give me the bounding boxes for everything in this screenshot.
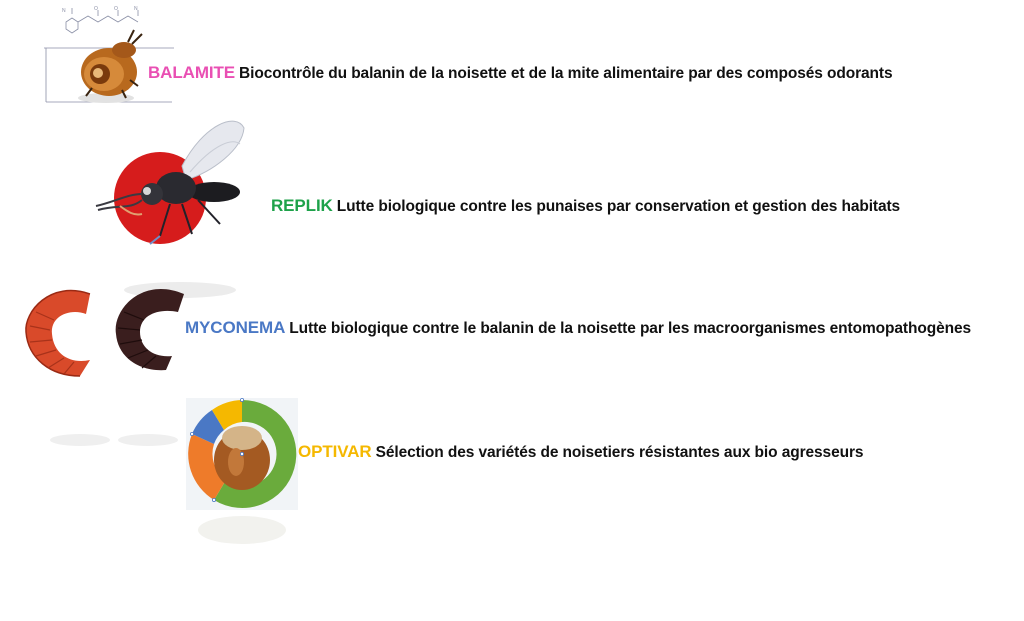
svg-text:N: N — [62, 8, 66, 14]
larvae-illustration — [25, 282, 236, 446]
svg-text:O: O — [114, 6, 118, 12]
svg-text:O: O — [94, 6, 98, 12]
project-name: OPTIVAR — [298, 442, 372, 461]
project-description: Lutte biologique contre le balanin de la… — [289, 320, 972, 337]
project-name: MYCONEMA — [185, 318, 286, 337]
project-description: Lutte biologique contre les punaises par… — [336, 198, 901, 215]
project-name: BALAMITE — [148, 63, 236, 82]
hazelnut-donut-chart-illustration — [186, 398, 298, 544]
project-description: Biocontrôle du balanin de la noisette et… — [239, 65, 893, 82]
project-name: REPLIK — [271, 196, 333, 215]
wasp-on-red-disc-illustration — [95, 120, 245, 245]
project-description: Sélection des variétés de noisetiers rés… — [375, 444, 864, 461]
svg-text:N: N — [134, 6, 138, 12]
